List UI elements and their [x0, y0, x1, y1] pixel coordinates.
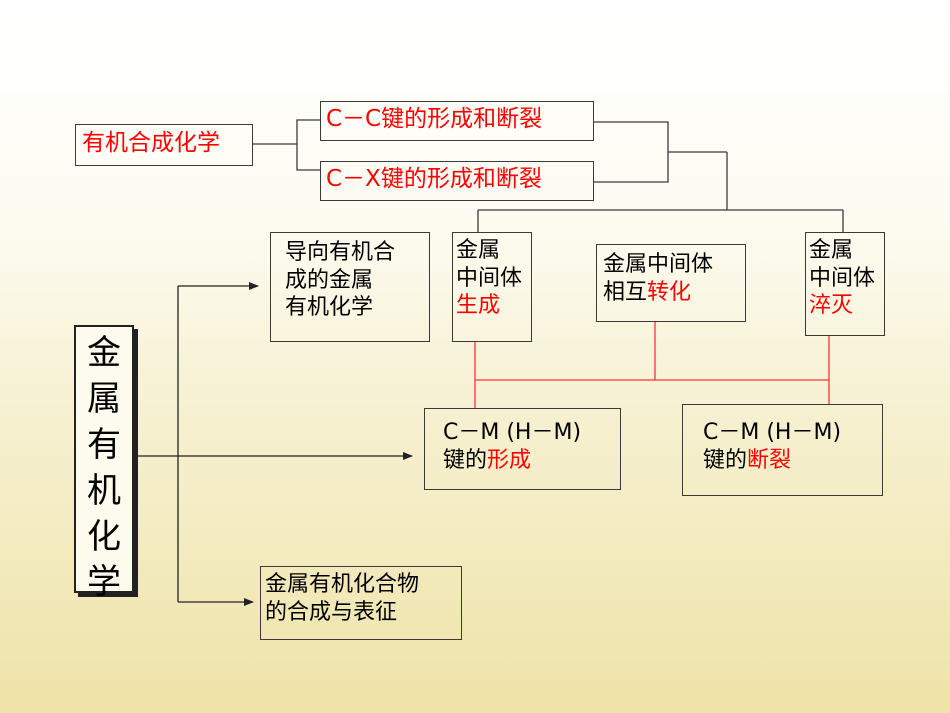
intermediate-conversion-prefix: 相互 — [603, 279, 648, 305]
main-title-char: 有 — [87, 424, 121, 465]
intermediate-generation-line2: 中间体 — [456, 265, 523, 291]
synthesis-characterization-line: 金属有机化合物 — [265, 572, 420, 597]
directed-chemistry-line: 导向有机合 — [285, 240, 396, 265]
synthesis-characterization-line: 的合成与表征 — [265, 599, 398, 625]
main-title-char: 金 — [87, 333, 121, 373]
cm-cleavage-line2: 键的断裂 — [703, 447, 882, 475]
intermediate-conversion-box: 金属中间体 相互转化 — [596, 244, 746, 322]
red-connectors — [474, 322, 830, 408]
intermediate-quench-line1: 金属 — [809, 238, 854, 263]
directed-chemistry-line: 成的金属 — [285, 267, 374, 293]
cm-formation-line1: C－M (H－M) — [443, 420, 582, 445]
intermediate-quench-line3: 淬灭 — [809, 293, 854, 318]
cx-bond-label: C－X键的形成和断裂 — [326, 166, 542, 192]
main-title-char: 属 — [87, 378, 121, 419]
synthesis-characterization-box: 金属有机化合物 的合成与表征 — [260, 566, 462, 640]
cm-cleavage-prefix: 键的 — [703, 447, 748, 473]
organic-synthesis-box: 有机合成化学 — [75, 124, 253, 166]
organic-synthesis-label: 有机合成化学 — [82, 130, 220, 156]
main-title-char: 学 — [87, 562, 121, 603]
cm-formation-prefix: 键的 — [443, 447, 488, 473]
intermediate-quench-box: 金属 中间体 淬灭 — [805, 232, 885, 336]
main-title-char: 化 — [87, 516, 121, 557]
cm-cleavage-line1: C－M (H－M) — [703, 420, 842, 445]
intermediate-conversion-line1: 金属中间体 — [603, 252, 714, 277]
intermediate-generation-line1: 金属 — [456, 238, 501, 263]
directed-chemistry-box: 导向有机合 成的金属 有机化学 — [270, 232, 430, 342]
cc-bond-label: C－C键的形成和断裂 — [326, 106, 543, 132]
cm-cleavage-box: C－M (H－M) 键的断裂 — [682, 404, 883, 496]
cx-bond-box: C－X键的形成和断裂 — [320, 161, 594, 201]
intermediate-conversion-red: 转化 — [647, 279, 692, 305]
intermediate-conversion-line2: 相互转化 — [603, 279, 745, 307]
main-title-box: 金 属 有 机 化 学 — [74, 325, 134, 602]
cm-formation-box: C－M (H－M) 键的形成 — [424, 408, 621, 490]
main-arrows — [136, 282, 413, 606]
cm-cleavage-red: 断裂 — [747, 447, 792, 473]
intermediate-generation-box: 金属 中间体 生成 — [452, 232, 532, 342]
top-bracket — [253, 119, 844, 232]
cm-formation-red: 形成 — [487, 447, 532, 473]
intermediate-quench-line2: 中间体 — [809, 265, 876, 291]
directed-chemistry-line: 有机化学 — [285, 295, 374, 320]
cc-bond-box: C－C键的形成和断裂 — [320, 101, 594, 141]
intermediate-generation-line3: 生成 — [456, 293, 501, 318]
cm-formation-line2: 键的形成 — [443, 447, 620, 475]
main-title-char: 机 — [87, 470, 121, 511]
